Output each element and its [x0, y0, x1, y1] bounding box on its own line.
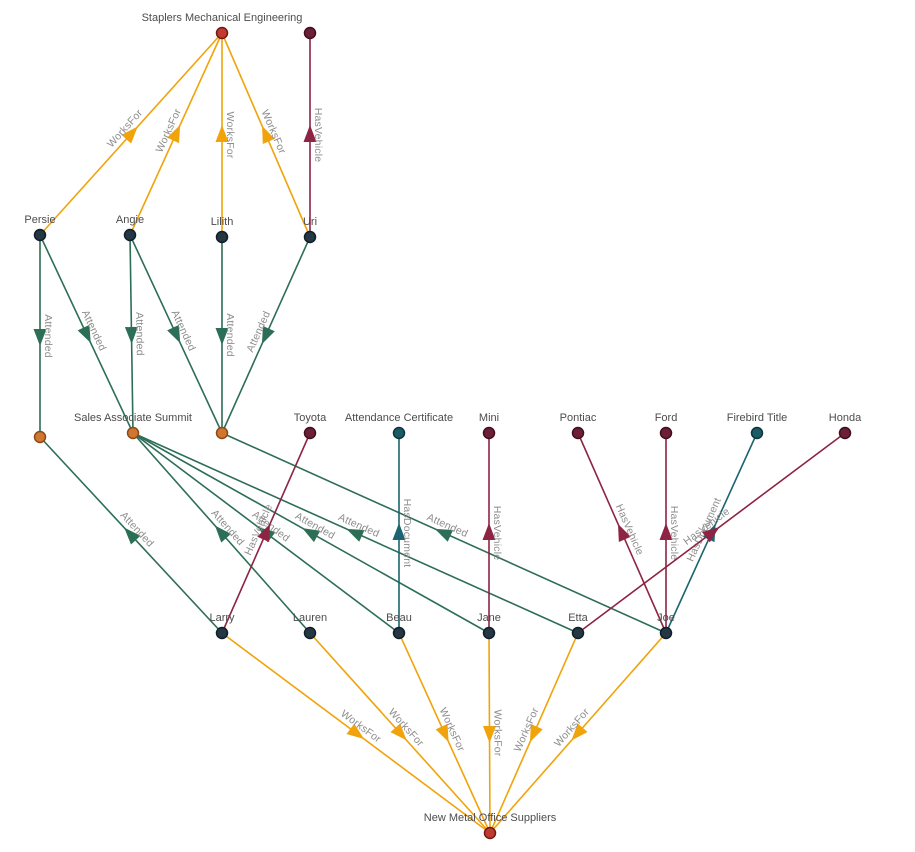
node-label-mini: Mini [479, 412, 499, 424]
edge-arrow-icon [659, 523, 673, 540]
edge-arrow-icon [167, 324, 181, 344]
edge-label-larry-nmos: WorksFor [338, 708, 383, 746]
edge-label-lilith-staplers: WorksFor [224, 112, 236, 159]
node-label-lilith: Lilith [211, 216, 234, 228]
edge-arrow-icon [262, 125, 275, 145]
node-label-joe: Joe [657, 612, 675, 624]
edge-label-persie-summit-west: Attended [42, 314, 54, 358]
node-label-larry: Larry [209, 612, 235, 624]
node-layer [33, 26, 852, 840]
graph-node-summit-west[interactable] [33, 430, 47, 444]
graph-node-larry[interactable] [215, 626, 229, 640]
node-label-staplers: Staplers Mechanical Engineering [142, 12, 303, 24]
graph-node-mini[interactable] [482, 426, 496, 440]
edge-label-joe-nmos: WorksFor [552, 706, 592, 749]
node-label-nmos: New Metal Office Suppliers [424, 812, 557, 824]
graph-node-summit[interactable] [126, 426, 140, 440]
edge-arrow-icon [124, 326, 138, 344]
node-label-beau: Beau [386, 612, 412, 624]
edge-arrow-icon [571, 723, 588, 741]
edge-arrow-icon [215, 328, 229, 345]
graph-node-uri-vehicle[interactable] [303, 26, 317, 40]
graph-node-lauren[interactable] [303, 626, 317, 640]
edge-label-uri-uri-vehicle: HasVehicle [312, 108, 324, 163]
graph-node-uri[interactable] [303, 230, 317, 244]
edge-arrow-icon [482, 523, 496, 540]
graph-node-angie[interactable] [123, 228, 137, 242]
graph-node-beau[interactable] [392, 626, 406, 640]
edge-arrow-icon [529, 723, 543, 743]
edge-arrow-icon [434, 528, 454, 542]
edge-arrow-icon [261, 325, 275, 345]
edge-arrow-icon [390, 723, 407, 741]
edge-label-joe-ford: HasVehicle [668, 506, 680, 561]
graph-node-honda[interactable] [838, 426, 852, 440]
graph-node-joe[interactable] [659, 626, 673, 640]
edge-arrow-icon [617, 523, 631, 543]
edge-label-beau-attendance-certificate: HasDocument [401, 499, 413, 568]
edge-arrow-icon [33, 329, 47, 346]
graph-node-ford[interactable] [659, 426, 673, 440]
node-label-attendance-certificate: Attendance Certificate [345, 412, 453, 424]
node-label-etta: Etta [568, 612, 588, 624]
graph-node-persie[interactable] [33, 228, 47, 242]
graph-node-lilith[interactable] [215, 230, 229, 244]
node-label-lauren: Lauren [293, 612, 327, 624]
edge-label-lauren-nmos: WorksFor [386, 706, 427, 749]
edge-arrow-icon [303, 125, 317, 142]
edge-label-lilith-summit-east: Attended [224, 313, 236, 357]
edge-arrow-icon [482, 725, 496, 743]
node-label-pontiac: Pontiac [560, 412, 597, 424]
node-label-honda: Honda [829, 412, 862, 424]
edge-arrow-icon [257, 523, 271, 543]
graph-node-summit-east[interactable] [215, 426, 229, 440]
edge-arrow-icon [167, 124, 181, 144]
edge-label-persie-staplers: WorksFor [105, 107, 146, 150]
graph-node-toyota[interactable] [303, 426, 317, 440]
edge-arrow-icon [392, 523, 406, 540]
graph-node-staplers[interactable] [215, 26, 229, 40]
edge-arrow-icon [214, 525, 232, 543]
edge-arrow-icon [121, 126, 138, 144]
graph-node-etta[interactable] [571, 626, 585, 640]
edge-arrow-icon [346, 528, 365, 542]
graph-node-attendance-certificate[interactable] [392, 426, 406, 440]
graph-node-pontiac[interactable] [571, 426, 585, 440]
edge-arrow-icon [435, 723, 449, 743]
edge-arrow-icon [702, 527, 720, 543]
node-label-jane: Jane [477, 612, 501, 624]
node-label-angie: Angie [116, 214, 144, 226]
edge-arrow-icon [124, 527, 141, 545]
edge-label-larry-summit-west: Attended [118, 509, 156, 549]
node-label-persie: Persie [24, 214, 55, 226]
edge-arrow-icon [215, 125, 229, 142]
edge-label-angie-summit: Attended [133, 312, 146, 356]
node-label-toyota: Toyota [294, 412, 327, 424]
edge-label-jane-mini: HasVehicle [491, 506, 503, 561]
node-label-ford: Ford [655, 412, 678, 424]
graph-node-nmos[interactable] [483, 826, 497, 840]
node-label-firebird-title: Firebird Title [727, 412, 788, 424]
node-label-summit: Sales Associate Summit [74, 412, 192, 424]
edge-arrow-icon [302, 528, 321, 543]
edge-arrow-icon [346, 723, 365, 739]
graph-node-firebird-title[interactable] [750, 426, 764, 440]
node-label-uri: Uri [303, 216, 317, 228]
edge-label-jane-nmos: WorksFor [491, 709, 503, 756]
graph-node-jane[interactable] [482, 626, 496, 640]
edge-arrow-icon [77, 324, 91, 344]
